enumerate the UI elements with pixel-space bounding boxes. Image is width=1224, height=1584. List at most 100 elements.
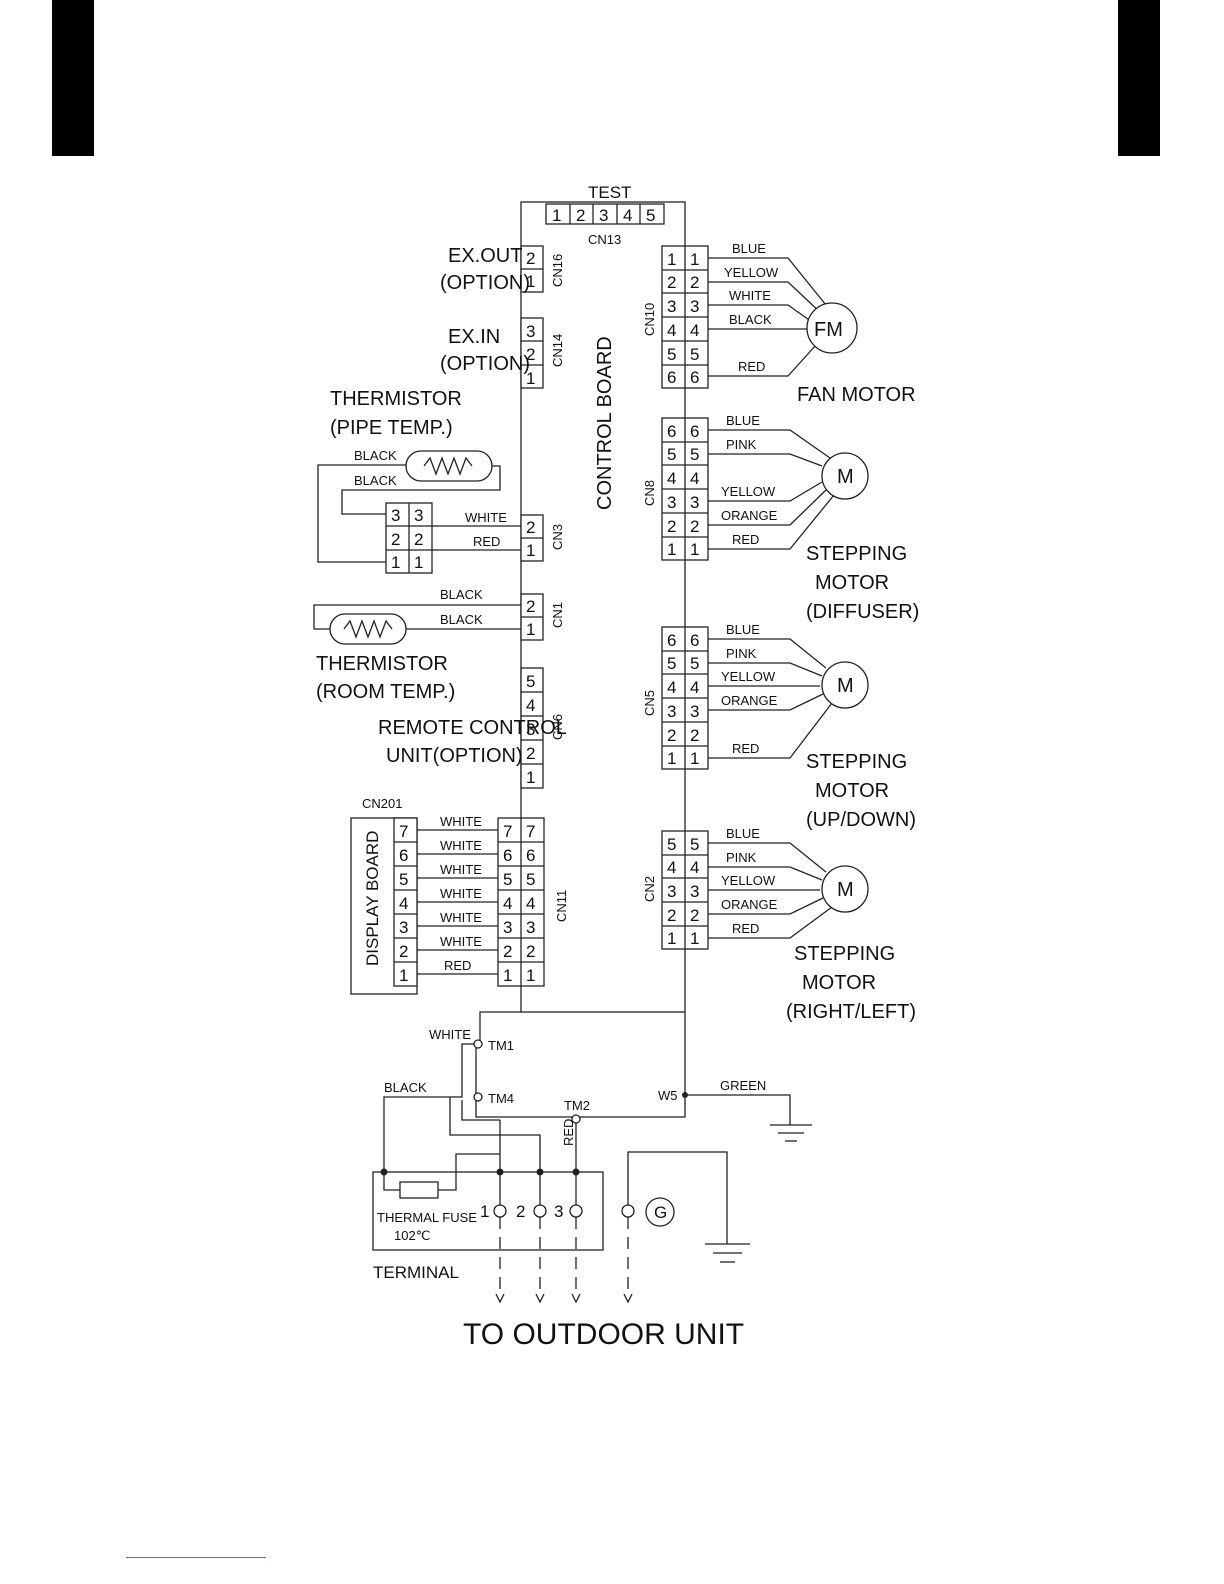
rightleft-motor-line1: STEPPING bbox=[794, 943, 895, 965]
thermistor-pipe-label: THERMISTOR bbox=[330, 388, 462, 410]
ex-out-option: (OPTION) bbox=[440, 272, 530, 294]
cn11-pin: 5 bbox=[503, 870, 512, 889]
cn201-pin: 1 bbox=[399, 966, 408, 985]
cn8-wire-label: PINK bbox=[726, 437, 757, 452]
cn5-pin: 5 bbox=[667, 654, 676, 673]
cn2-pin: 1 bbox=[667, 929, 676, 948]
terminal-2-label: 2 bbox=[516, 1202, 525, 1221]
cn5-pin: 5 bbox=[690, 654, 699, 673]
cn8-connector: 6 6 5 5 4 4 3 3 2 2 1 1 CN8 bbox=[642, 417, 709, 561]
cn13-connector: 1 2 3 4 5 CN13 bbox=[545, 203, 665, 247]
cn6-connector: 5 4 3 2 1 CN6 bbox=[520, 667, 565, 789]
power-wiring bbox=[383, 1011, 812, 1172]
cn11-pin: 5 bbox=[526, 870, 535, 889]
cn2-pin: 2 bbox=[667, 906, 676, 925]
cn10-pin: 5 bbox=[667, 345, 676, 364]
cn10-pin: 5 bbox=[690, 345, 699, 364]
updown-motor-symbol bbox=[821, 661, 869, 709]
cn1-pin: 2 bbox=[526, 597, 535, 616]
display-wire-label: WHITE bbox=[440, 838, 482, 853]
terminal-2 bbox=[533, 1204, 547, 1218]
cn201-label: CN201 bbox=[362, 796, 402, 811]
cn11-pin: 4 bbox=[526, 894, 535, 913]
left-page-tab bbox=[52, 0, 94, 156]
cn5-pin: 1 bbox=[667, 749, 676, 768]
terminal-3-label: 3 bbox=[554, 1202, 563, 1221]
cn201-pin: 3 bbox=[399, 918, 408, 937]
ground-terminal bbox=[621, 1151, 750, 1263]
control-board-box bbox=[520, 201, 686, 1013]
rightleft-motor-line3: (RIGHT/LEFT) bbox=[786, 1001, 916, 1023]
cn5-wire-label: YELLOW bbox=[721, 669, 776, 684]
cn6-pin: 5 bbox=[526, 672, 535, 691]
cn8-pin: 2 bbox=[690, 517, 699, 536]
control-board-label: CONTROL BOARD bbox=[594, 336, 616, 510]
cn5-pin: 2 bbox=[690, 726, 699, 745]
cn13-pin: 5 bbox=[646, 206, 655, 225]
cn10-pin: 4 bbox=[690, 321, 699, 340]
pipe-conn-pin: 2 bbox=[414, 530, 423, 549]
cn5-wire-label: RED bbox=[732, 741, 759, 756]
cn8-wire-label: BLUE bbox=[726, 413, 760, 428]
cn2-wire-label: ORANGE bbox=[721, 897, 778, 912]
cn5-pin: 4 bbox=[667, 678, 676, 697]
w5-junction bbox=[682, 1092, 688, 1098]
rightleft-motor-symbol-text: M bbox=[837, 879, 854, 901]
cn8-pin: 6 bbox=[690, 422, 699, 441]
cn2-connector: 5 5 4 4 3 3 2 2 1 1 CN2 bbox=[642, 830, 709, 950]
display-wire-label: RED bbox=[444, 958, 471, 973]
cn10-pin: 3 bbox=[690, 297, 699, 316]
cn1-pin: 1 bbox=[526, 620, 535, 639]
cn5-pin: 3 bbox=[690, 702, 699, 721]
cn13-pin: 4 bbox=[623, 206, 632, 225]
thermistor-pipe-sensor bbox=[405, 450, 493, 482]
cn2-pin: 3 bbox=[690, 882, 699, 901]
cn3-label: CN3 bbox=[550, 524, 565, 550]
cn8-pin: 3 bbox=[690, 493, 699, 512]
cn11-pin: 6 bbox=[503, 846, 512, 865]
cn5-pin: 3 bbox=[667, 702, 676, 721]
fan-wire-label: BLACK bbox=[729, 312, 772, 327]
cn8-wire-label: YELLOW bbox=[721, 484, 776, 499]
fan-motor-symbol bbox=[806, 302, 858, 354]
pipe-wire-black-2: BLACK bbox=[354, 473, 397, 488]
cn11-connector: 7 7 6 6 5 5 4 4 3 3 2 2 1 1 CN11 bbox=[497, 817, 569, 987]
right-page-tab bbox=[1118, 0, 1160, 156]
cn13-pin: 1 bbox=[552, 206, 561, 225]
diffuser-motor-symbol bbox=[821, 452, 869, 500]
cn201-pin: 6 bbox=[399, 846, 408, 865]
thermal-fuse-temp: 102℃ bbox=[394, 1228, 430, 1243]
tm2-terminal bbox=[571, 1114, 581, 1124]
thermal-fuse bbox=[383, 1153, 577, 1205]
diffuser-motor-line1: STEPPING bbox=[806, 543, 907, 565]
updown-motor-line3: (UP/DOWN) bbox=[806, 809, 916, 831]
cn8-pin: 1 bbox=[667, 540, 676, 559]
cn8-label: CN8 bbox=[642, 480, 657, 506]
tm1-label: TM1 bbox=[488, 1038, 514, 1053]
cn2-pin: 4 bbox=[667, 858, 676, 877]
thermistor-room-temp: (ROOM TEMP.) bbox=[316, 681, 455, 703]
cn2-pin: 1 bbox=[690, 929, 699, 948]
ex-out-label: EX.OUT bbox=[448, 245, 522, 267]
fan-wire-label: WHITE bbox=[729, 288, 771, 303]
cn3-pin: 2 bbox=[526, 518, 535, 537]
diffuser-motor-symbol-text: M bbox=[837, 466, 854, 488]
cn8-pin: 1 bbox=[690, 540, 699, 559]
cn6-pin: 3 bbox=[526, 720, 535, 739]
cn5-connector: 6 6 5 5 4 4 3 3 2 2 1 1 CN5 bbox=[642, 626, 709, 770]
pipe-thermistor-connector: 3 3 2 2 1 1 bbox=[385, 502, 433, 574]
cn8-pin: 4 bbox=[667, 469, 676, 488]
cn5-wire-label: BLUE bbox=[726, 622, 760, 637]
display-wire-label: WHITE bbox=[440, 862, 482, 877]
pipe-conn-pin: 1 bbox=[414, 553, 423, 572]
cn10-pin: 6 bbox=[690, 368, 699, 387]
display-wire-label: WHITE bbox=[440, 910, 482, 925]
cn13-label: CN13 bbox=[588, 232, 621, 247]
cn2-label: CN2 bbox=[642, 876, 657, 902]
cn6-pin: 2 bbox=[526, 744, 535, 763]
cn5-pin: 6 bbox=[690, 631, 699, 650]
ground-symbol-label: G bbox=[654, 1203, 667, 1222]
thermal-fuse-label: THERMAL FUSE bbox=[377, 1210, 477, 1225]
pipe-wire-white: WHITE bbox=[465, 510, 507, 525]
power-wire-red: RED bbox=[561, 1119, 576, 1146]
